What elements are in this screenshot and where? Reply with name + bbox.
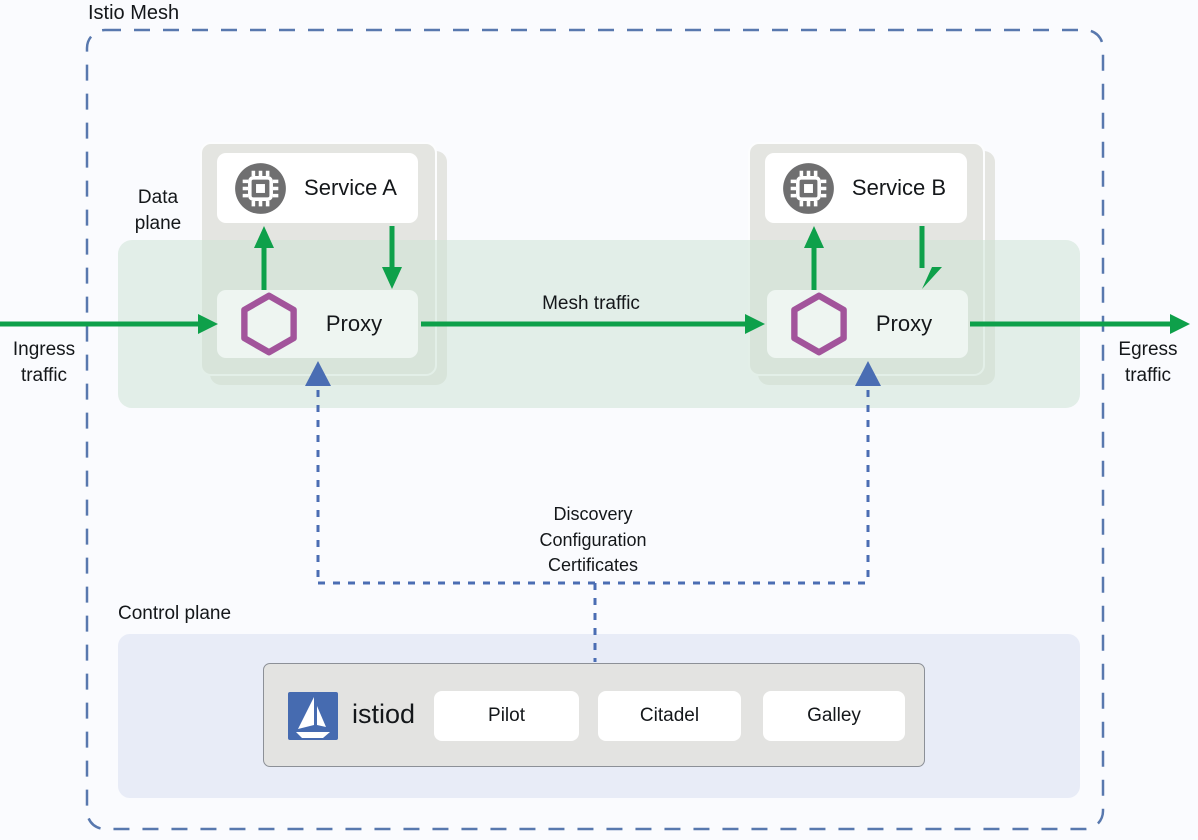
mesh-title: Istio Mesh bbox=[88, 2, 180, 24]
proxy-a-label: Proxy bbox=[325, 311, 383, 336]
istio-sail-icon bbox=[296, 697, 330, 738]
data-plane-label-line2: plane bbox=[134, 213, 182, 234]
ingress-label-line1: Ingress bbox=[12, 339, 76, 360]
istiod-label: istiod bbox=[352, 699, 416, 729]
proxy-b-label: Proxy bbox=[875, 311, 933, 336]
data-plane-label-line1: Data bbox=[137, 187, 179, 208]
proxy-a-box: Proxy bbox=[217, 290, 418, 358]
egress-traffic-label: Egress traffic bbox=[1100, 337, 1196, 389]
service-a-box: Service A bbox=[217, 153, 418, 223]
service-b-box: Service B bbox=[765, 153, 967, 223]
galley-chip: Galley bbox=[763, 691, 905, 741]
cpu-icon bbox=[783, 162, 834, 214]
control-channel-line2: Configuration bbox=[539, 529, 647, 550]
egress-label-line1: Egress bbox=[1118, 339, 1178, 360]
cpu-icon bbox=[235, 162, 286, 214]
hexagon-proxy-icon bbox=[241, 292, 297, 356]
istio-sails-logo bbox=[288, 692, 338, 740]
control-plane-label: Control plane bbox=[118, 603, 232, 624]
ingress-label-line2: traffic bbox=[20, 365, 68, 386]
proxy-b-box: Proxy bbox=[767, 290, 968, 358]
control-channel-line1: Discovery bbox=[553, 504, 633, 524]
control-channel-line3: Certificates bbox=[547, 555, 639, 575]
data-plane-label: Data plane bbox=[108, 185, 208, 237]
mesh-traffic-label: Mesh traffic bbox=[542, 293, 640, 314]
citadel-chip: Citadel bbox=[598, 691, 741, 741]
control-channel-label: Discovery Configuration Certificates bbox=[478, 502, 708, 579]
istiod-box: istiod Pilot Citadel Galley bbox=[263, 663, 925, 767]
pilot-chip: Pilot bbox=[434, 691, 579, 741]
egress-label-line2: traffic bbox=[1124, 365, 1172, 386]
ingress-traffic-label: Ingress traffic bbox=[0, 337, 88, 389]
service-b-label: Service B bbox=[851, 175, 947, 200]
hexagon-proxy-icon bbox=[791, 292, 847, 356]
service-a-label: Service A bbox=[304, 175, 397, 200]
